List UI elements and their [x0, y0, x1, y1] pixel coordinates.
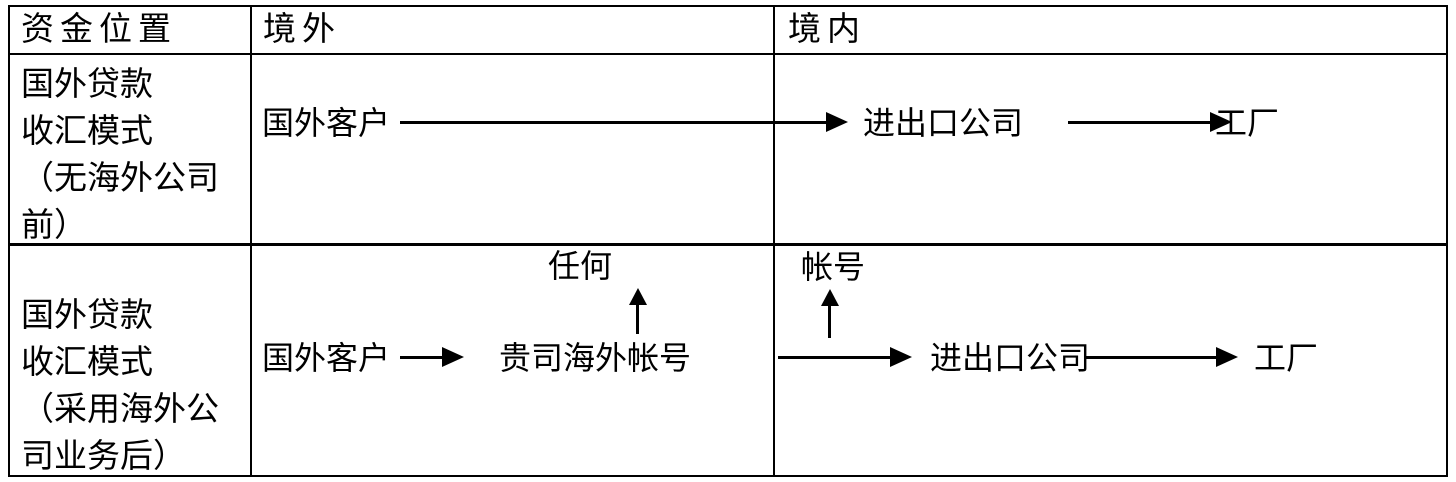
table-outer-border — [8, 5, 1448, 477]
arrow-up-icon — [629, 288, 647, 305]
arrow-right-icon — [442, 347, 464, 367]
arrow-shaft — [1068, 121, 1212, 124]
arrow-shaft — [828, 304, 831, 338]
arrow-shaft — [778, 356, 892, 359]
row2-label-line3: （采用海外公 — [21, 392, 219, 428]
row2-node-import-export-company: 进出口公司 — [930, 340, 1091, 376]
row1-node-factory: 工厂 — [1215, 105, 1280, 141]
row1-label-line1: 国外贷款 — [21, 67, 153, 103]
column-divider-1 — [250, 5, 252, 475]
row2-node-overseas-account: 贵司海外帐号 — [499, 340, 692, 376]
header-fund-position: 资金位置 — [21, 12, 177, 48]
row2-node-foreign-customer: 国外客户 — [262, 340, 391, 376]
arrow-shaft — [636, 303, 639, 334]
row1-label-line2: 收汇模式 — [21, 114, 153, 150]
arrow-right-icon — [1210, 112, 1232, 132]
header-domestic: 境内 — [788, 12, 866, 48]
row2-annotation-any: 任何 — [548, 248, 613, 284]
row2-label-line2: 收汇模式 — [21, 345, 153, 381]
arrow-shaft — [400, 121, 828, 124]
body-row-divider — [8, 243, 1446, 246]
arrow-shaft — [400, 356, 444, 359]
row1-node-foreign-customer: 国外客户 — [262, 105, 391, 141]
row1-mode-label: 国外贷款 收汇模式 （无海外公司 前） — [21, 62, 219, 250]
arrow-up-icon — [821, 289, 839, 306]
column-divider-2 — [773, 5, 775, 475]
header-overseas: 境外 — [263, 12, 341, 48]
row2-label-line4: 司业务后） — [21, 439, 186, 475]
row1-node-import-export-company: 进出口公司 — [863, 105, 1024, 141]
arrow-shaft — [1086, 356, 1218, 359]
row1-label-line4: 前） — [21, 208, 87, 244]
header-row-divider — [8, 53, 1446, 55]
row1-label-line3: （无海外公司 — [21, 161, 219, 197]
arrow-right-icon — [1216, 347, 1238, 367]
row2-node-factory: 工厂 — [1254, 340, 1319, 376]
row2-mode-label: 国外贷款 收汇模式 （采用海外公 司业务后） — [21, 293, 219, 481]
row2-label-line1: 国外贷款 — [21, 298, 153, 334]
arrow-right-icon — [890, 347, 912, 367]
arrow-right-icon — [826, 112, 848, 132]
row2-annotation-account: 帐号 — [801, 249, 866, 285]
